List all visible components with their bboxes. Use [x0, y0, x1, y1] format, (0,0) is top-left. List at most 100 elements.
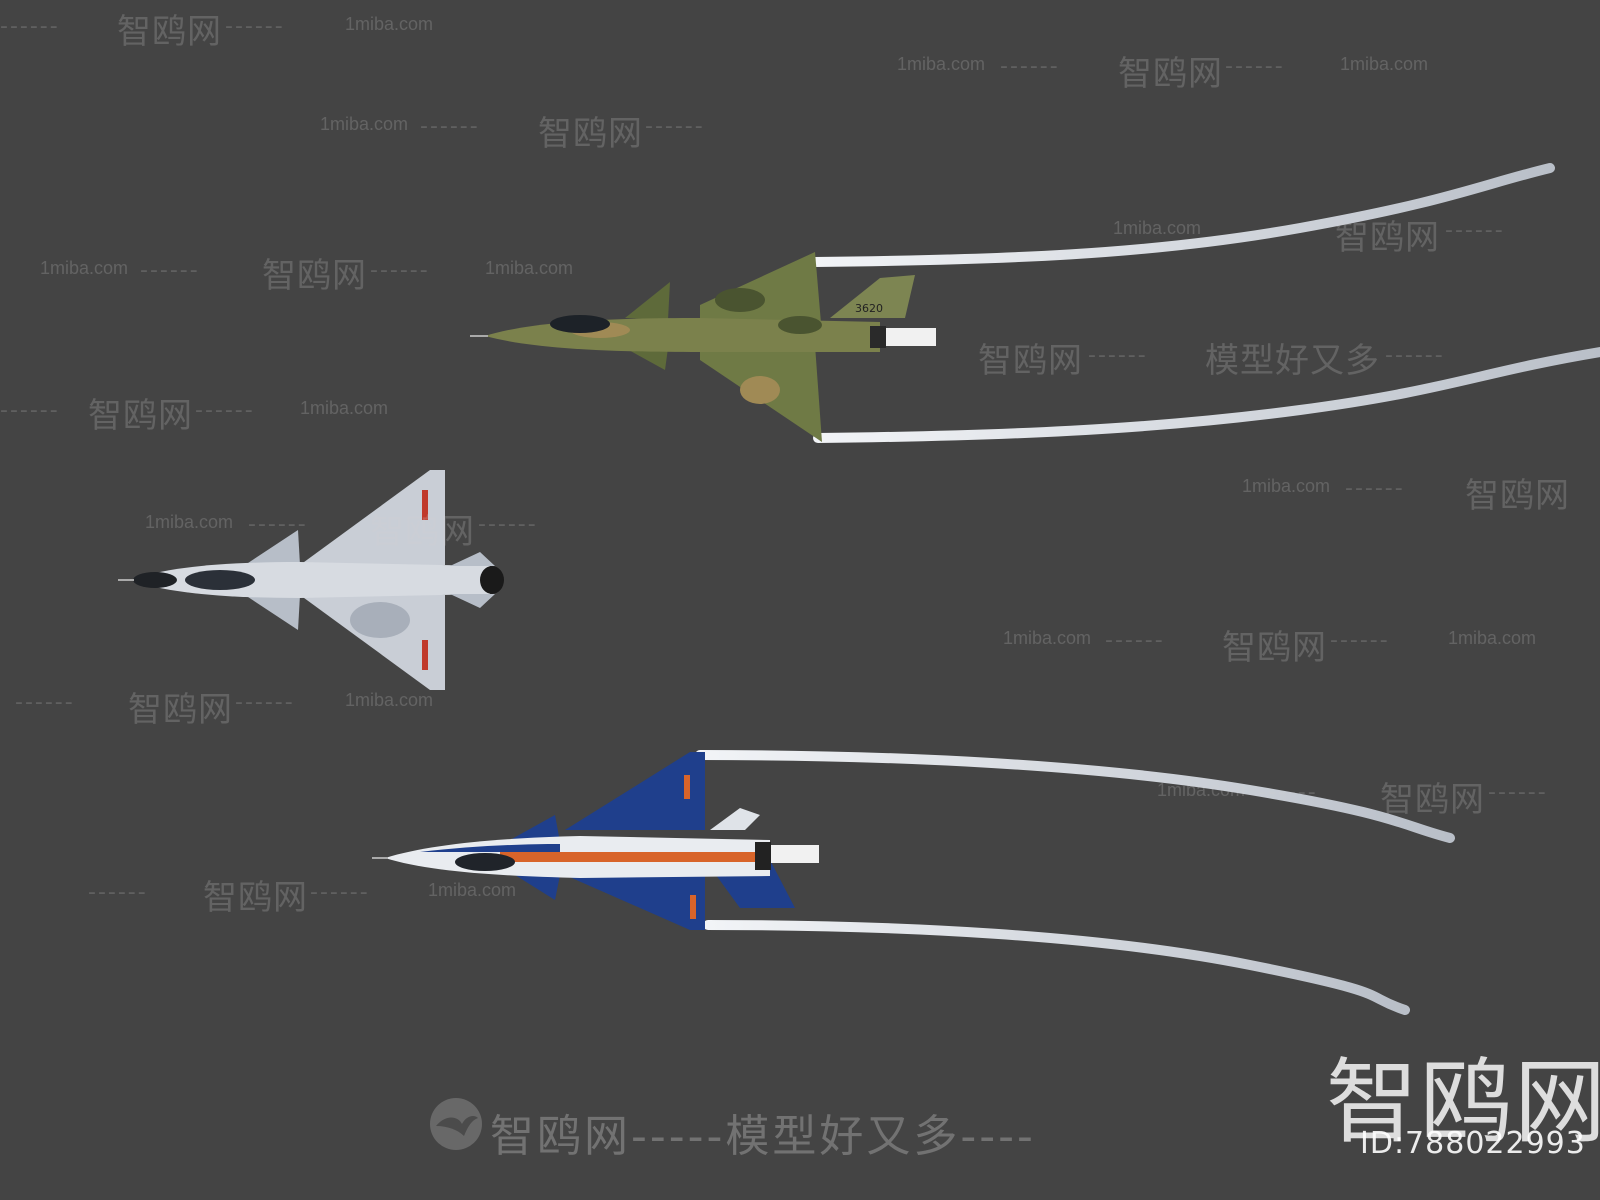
blue-orange-stripe — [500, 852, 770, 862]
camo-canopy — [550, 315, 610, 333]
watermark-dashes: ------ — [1088, 343, 1148, 368]
grey-wing-upper — [300, 470, 445, 565]
watermark-brand: 智鸥网 — [117, 12, 222, 52]
contrails — [695, 163, 1600, 1015]
contrail-blue-lower — [703, 920, 1410, 1015]
watermark-dashes: ------ — [15, 690, 75, 715]
watermark-site: 1miba.com — [1448, 628, 1537, 648]
camo-patch-4 — [778, 316, 822, 334]
watermark-dashes: ------ — [310, 880, 370, 905]
watermark-site: 1miba.com — [40, 258, 129, 278]
blue-insignia-upper — [684, 775, 690, 799]
blue-wing-lower — [565, 875, 705, 930]
watermark-site: 1miba.com — [1003, 628, 1092, 648]
blue-display-jet — [372, 752, 819, 930]
contrail-camo-lower — [813, 347, 1600, 443]
watermark-dashes: ------ — [1000, 54, 1060, 79]
blue-canard-lower — [515, 875, 560, 900]
watermark-site: 1miba.com — [145, 512, 234, 532]
watermark-dashes: ------ — [235, 690, 295, 715]
watermark-dashes: ------ — [1445, 218, 1505, 243]
camo-engine-nozzle — [870, 326, 886, 348]
watermark-site: 1miba.com — [428, 880, 517, 900]
watermark-dashes: ------ — [370, 258, 430, 283]
blue-canard-upper — [510, 815, 560, 842]
watermark-brand: 智鸥网 — [1118, 54, 1223, 94]
watermark-site: 1miba.com — [897, 54, 986, 74]
blue-insignia-lower — [690, 895, 696, 919]
watermark-dashes: ------ — [1225, 54, 1285, 79]
camo-canard-lower — [625, 348, 668, 370]
blue-afterburner — [771, 845, 819, 863]
watermark-dashes: ------ — [88, 880, 148, 905]
watermark-dashes: ------ — [1258, 780, 1318, 805]
watermark-dashes: ------ — [0, 14, 60, 39]
watermark-dashes: ------ — [1488, 780, 1548, 805]
watermark-brand: 智鸥网 — [88, 396, 193, 436]
grey-tail-lower — [450, 594, 495, 608]
grey-insignia-lower — [422, 640, 428, 670]
grey-canard-upper — [245, 530, 300, 565]
watermark-site: 1miba.com — [345, 14, 434, 34]
contrail-camo-upper — [810, 163, 1555, 267]
watermark-dashes: ------ — [1385, 343, 1445, 368]
watermark-brand: 智鸥网 — [538, 114, 643, 154]
camo-canard-upper — [625, 282, 670, 320]
bird-logo-icon — [430, 1098, 482, 1150]
watermark-dashes: ------ — [1330, 628, 1390, 653]
grey-canopy — [185, 570, 255, 590]
watermark-dashes: ------ — [0, 398, 60, 423]
grey-fuselage — [130, 562, 490, 598]
watermark-dashes: ------ — [225, 14, 285, 39]
grey-canard-lower — [245, 595, 300, 630]
watermark-brand: 智鸥网 — [128, 690, 233, 730]
watermark-site: 1miba.com — [1157, 780, 1246, 800]
watermark-site: 1miba.com — [300, 398, 389, 418]
watermark-brand: 智鸥网 — [978, 341, 1083, 381]
watermark-dashes: ------ — [420, 114, 480, 139]
watermark-dashes: ------ — [248, 512, 308, 537]
grey-jet — [118, 470, 504, 690]
watermark-dashes: ------ — [140, 258, 200, 283]
grey-nose — [133, 572, 177, 588]
watermark-site: 1miba.com — [1113, 218, 1202, 238]
camo-afterburner — [886, 328, 936, 346]
watermark-tagline: 模型好又多 — [1205, 341, 1380, 381]
watermark-brand: 智鸥网 — [1465, 476, 1570, 516]
watermark-dashes: ------ — [645, 114, 705, 139]
watermark-dashes: ------ — [1345, 476, 1405, 501]
camo-tail-number: 3620 — [855, 302, 883, 315]
grey-engine-nozzle — [480, 566, 504, 594]
camo-patch-3 — [740, 376, 780, 404]
grey-camo-patch — [350, 602, 410, 638]
footer-slogan: 智鸥网-----模型好又多---- — [490, 1111, 1036, 1162]
watermark-brand: 智鸥网 — [203, 878, 308, 918]
watermark-brand: 智鸥网 — [1335, 218, 1440, 258]
image-id-label: ID:788022993 — [1360, 1126, 1586, 1161]
watermark-dashes: ------ — [478, 512, 538, 537]
watermark-brand: 智鸥网 — [1380, 780, 1485, 820]
blue-tailfin — [710, 808, 760, 830]
watermark-site: 1miba.com — [320, 114, 409, 134]
grey-insignia-upper — [422, 490, 428, 520]
watermark-site: 1miba.com — [1340, 54, 1429, 74]
watermark-dashes: ------ — [1105, 628, 1165, 653]
watermark-brand: 智鸥网 — [262, 256, 367, 296]
blue-canopy — [455, 853, 515, 871]
blue-fuselage-top — [420, 844, 560, 852]
watermark-brand: 智鸥网 — [370, 512, 475, 552]
contrail-blue-upper — [695, 750, 1455, 843]
grey-tail-upper — [450, 552, 495, 566]
blue-engine-nozzle — [755, 842, 771, 870]
camo-patch-2 — [715, 288, 765, 312]
watermark-site: 1miba.com — [345, 690, 434, 710]
watermark-site: 1miba.com — [1242, 476, 1331, 496]
brand-logo-text: 智鸥网 — [1326, 1049, 1600, 1156]
camouflage-jet: 3620 — [470, 252, 936, 442]
watermark-site: 1miba.com — [485, 258, 574, 278]
watermark-dashes: ------ — [195, 398, 255, 423]
camo-tailfin — [830, 275, 915, 318]
watermark-brand: 智鸥网 — [1222, 628, 1327, 668]
blue-wing-upper — [565, 752, 705, 830]
